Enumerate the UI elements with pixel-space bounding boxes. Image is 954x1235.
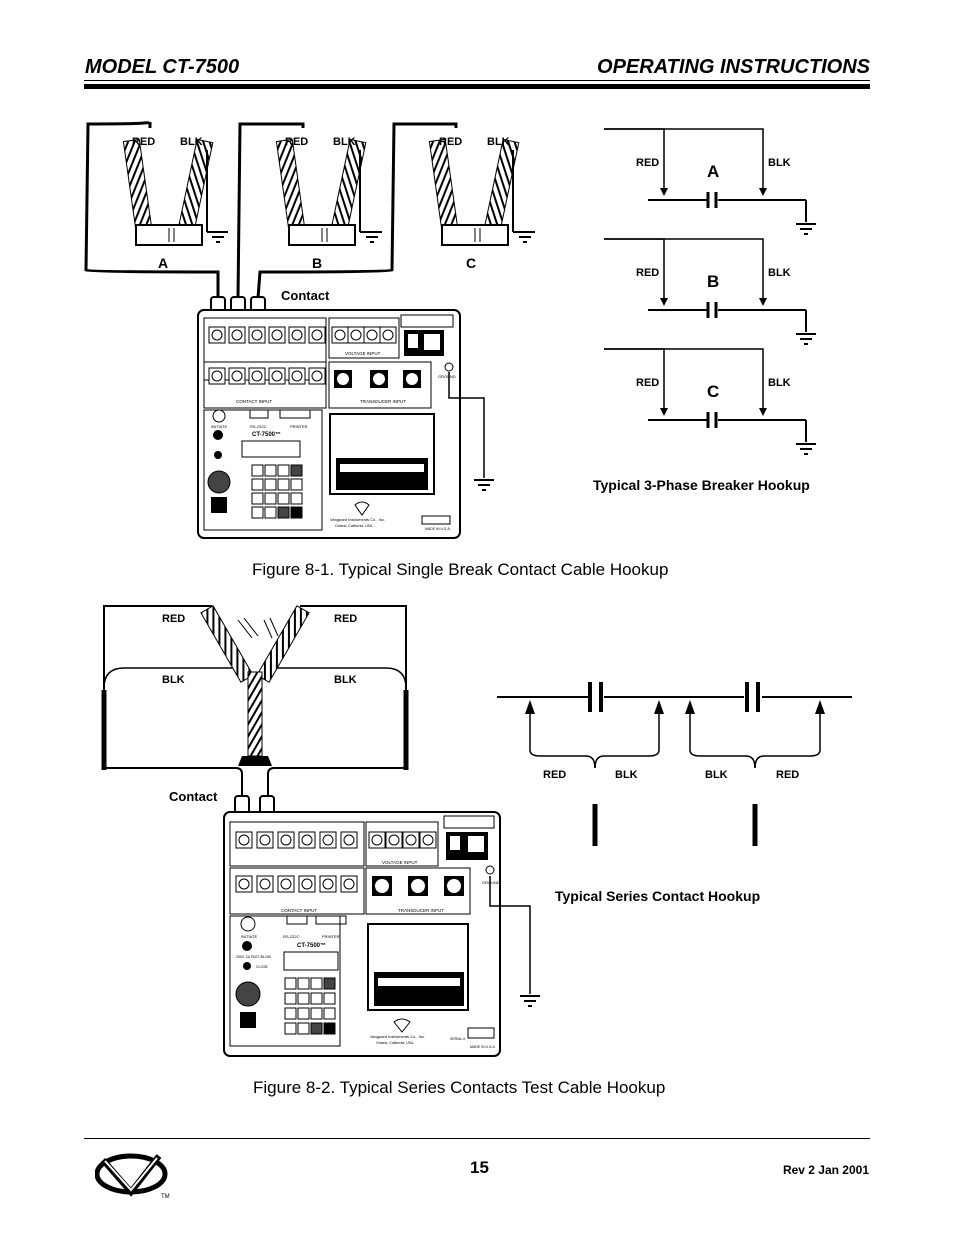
instrument-panel-2: CONTACT INPUT VOLTAGE INPUT TRANSDUCER I… — [223, 811, 541, 1057]
svg-text:BLK: BLK — [768, 267, 791, 279]
phase-a-label: A — [158, 255, 168, 271]
svg-text:RED: RED — [543, 769, 566, 781]
figure-2-diagram: RED RED BLK BLK Contact CONTACT INPUT VO… — [101, 605, 852, 1057]
svg-text:RS-232C: RS-232C — [250, 424, 267, 429]
svg-text:CT-7500™: CT-7500™ — [297, 942, 326, 949]
svg-text:RED: RED — [162, 613, 185, 625]
svg-text:TRANSDUCER INPUT: TRANSDUCER INPUT — [398, 908, 444, 913]
svg-text:CONTACT INPUT: CONTACT INPUT — [281, 908, 317, 913]
figure-2-caption: Figure 8-2. Typical Series Contacts Test… — [253, 1078, 666, 1097]
svg-text:BLK: BLK — [162, 674, 185, 686]
svg-text:BLK: BLK — [705, 769, 728, 781]
svg-text:BLK: BLK — [768, 377, 791, 389]
svg-text:RED: RED — [636, 157, 659, 169]
breaker-clamp-a — [84, 120, 229, 298]
svg-text:Vanguard Instruments Co., Inc.: Vanguard Instruments Co., Inc. — [370, 1034, 425, 1039]
svg-text:A: A — [707, 162, 719, 181]
inset-title-2: Typical Series Contact Hookup — [555, 888, 760, 904]
instrument-panel-1: CONTACT INPUT VOLTAGE INPUT TRANSDUCER I… — [197, 309, 495, 539]
svg-text:MADE IN U.S.A.: MADE IN U.S.A. — [470, 1045, 496, 1049]
svg-text:B: B — [707, 272, 719, 291]
svg-text:GROUND: GROUND — [438, 374, 456, 379]
header-rule-thin — [84, 80, 870, 81]
svg-text:VOLTAGE INPUT: VOLTAGE INPUT — [345, 351, 381, 356]
phase-b-label: B — [312, 255, 322, 271]
svg-text:RS-232C: RS-232C — [283, 934, 300, 939]
svg-text:GROUND: GROUND — [482, 880, 500, 885]
series-clamp — [200, 605, 310, 766]
svg-text:TM: TM — [161, 1194, 170, 1200]
svg-text:RED: RED — [334, 613, 357, 625]
footer-rule — [84, 1138, 870, 1139]
header-title: OPERATING INSTRUCTIONS — [597, 56, 870, 78]
figure-1-caption: Figure 8-1. Typical Single Break Contact… — [252, 560, 669, 579]
contact-label-2: Contact — [169, 789, 218, 804]
svg-text:INITIATE: INITIATE — [211, 424, 227, 429]
svg-text:CONTACT INPUT: CONTACT INPUT — [236, 399, 272, 404]
revision-date: Rev 2 Jan 2001 — [782, 1163, 869, 1177]
page-number: 15 — [470, 1158, 489, 1177]
inset-title-1: Typical 3-Phase Breaker Hookup — [593, 477, 810, 493]
svg-text:INITIATE: INITIATE — [241, 934, 257, 939]
header-rule-thick — [84, 84, 870, 89]
figure-1-diagram: RED BLK RED BLK RED BLK A B C Contact CO… — [84, 120, 817, 539]
svg-text:PRINTER: PRINTER — [290, 424, 308, 429]
phase-c-label: C — [466, 255, 476, 271]
clamp-b-red-label: RED — [285, 136, 308, 148]
svg-text:Ontario, California, USA: Ontario, California, USA — [335, 524, 373, 528]
svg-text:CLOSE: CLOSE — [256, 965, 269, 969]
inset-phase-c: RED BLK C — [604, 348, 817, 455]
svg-text:Ontario, California, USA: Ontario, California, USA — [376, 1041, 414, 1045]
clamp-b-blk-label: BLK — [333, 136, 356, 148]
svg-text:MADE IN U.S.A.: MADE IN U.S.A. — [425, 527, 451, 531]
breaker-clamp-c — [256, 122, 536, 299]
svg-text:RED: RED — [776, 769, 799, 781]
clamp-a-red-label: RED — [132, 136, 155, 148]
svg-text:RED: RED — [636, 377, 659, 389]
clamp-c-red-label: RED — [439, 136, 462, 148]
svg-text:CT-7500™: CT-7500™ — [252, 431, 281, 438]
svg-text:TRANSDUCER INPUT: TRANSDUCER INPUT — [360, 399, 406, 404]
svg-text:Vanguard Instruments Co., Inc.: Vanguard Instruments Co., Inc. — [330, 517, 385, 522]
svg-text:BLK: BLK — [615, 769, 638, 781]
vanguard-logo: TM — [95, 1153, 170, 1200]
clamp-a-blk-label: BLK — [180, 136, 203, 148]
series-inset: RED BLK BLK RED Typical Series Contact H… — [497, 682, 852, 904]
svg-text:BLK: BLK — [768, 157, 791, 169]
breaker-clamp-b — [236, 122, 383, 299]
inset-phase-a: RED BLK A — [604, 128, 817, 235]
svg-text:C: C — [707, 382, 719, 401]
svg-text:SERIAL #: SERIAL # — [450, 1037, 465, 1041]
svg-text:RED: RED — [636, 267, 659, 279]
three-phase-inset: RED BLK A RED BLK B — [593, 128, 817, 493]
inset-phase-b: RED BLK B — [604, 238, 817, 345]
svg-text:VOLTAGE INPUT: VOLTAGE INPUT — [382, 860, 418, 865]
contact-label-1: Contact — [281, 288, 330, 303]
header-model: MODEL CT-7500 — [85, 56, 240, 78]
clamp-c-blk-label: BLK — [487, 136, 510, 148]
svg-text:BLK: BLK — [334, 674, 357, 686]
svg-text:PRINTER: PRINTER — [322, 934, 340, 939]
svg-text:250V, 2A FAST-BLOW: 250V, 2A FAST-BLOW — [236, 955, 272, 959]
